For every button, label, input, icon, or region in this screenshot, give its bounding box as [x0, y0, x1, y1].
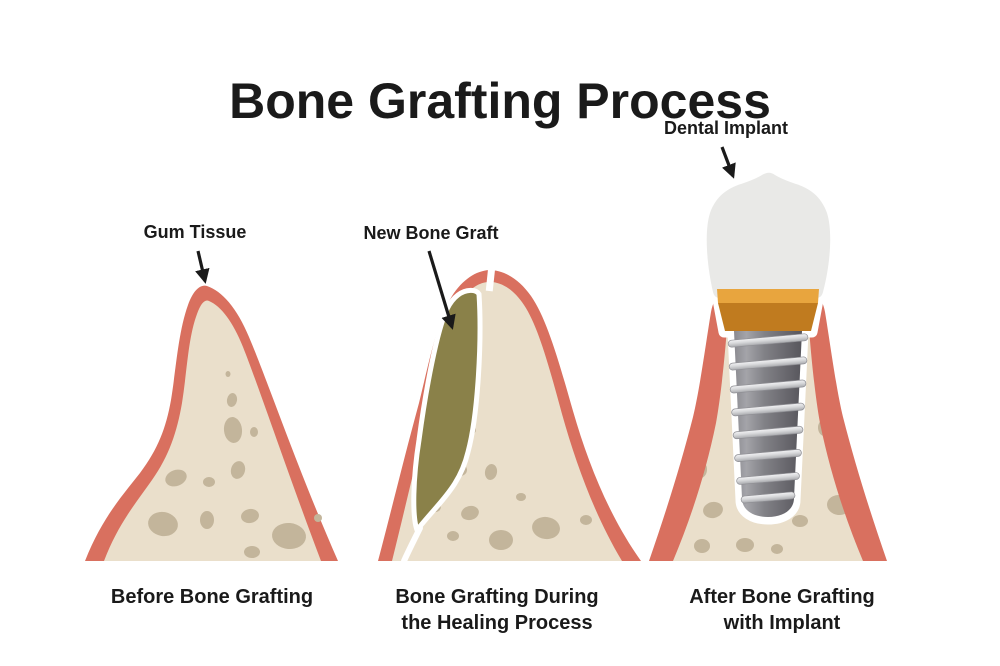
label-dental-implant: Dental Implant	[663, 118, 788, 138]
caption-before: Before Bone Grafting	[52, 584, 372, 610]
panel-after-art	[649, 146, 887, 561]
gum-tissue-arrow	[195, 250, 210, 284]
gum-collar-right	[809, 298, 887, 561]
panel-during-art	[378, 250, 641, 564]
new-bone-graft-arrow	[427, 250, 456, 330]
dental-implant	[706, 172, 831, 525]
caption-during-line2: the Healing Process	[401, 612, 593, 634]
caption-during-line1: Bone Grafting During	[395, 586, 599, 608]
caption-after-line1: After Bone Grafting	[689, 586, 875, 608]
caption-after-line2: with Implant	[723, 612, 841, 634]
bone-ridge-before	[104, 300, 321, 561]
caption-before-line1: Before Bone Grafting	[110, 586, 314, 608]
gum-suture-split	[485, 266, 496, 292]
gum-collar-left	[649, 298, 727, 561]
label-gum-tissue: Gum Tissue	[143, 222, 247, 242]
new-bone-graft-region	[411, 287, 483, 533]
implant-abutment-top	[717, 289, 819, 303]
panel-before-art	[85, 250, 338, 561]
page-title: Bone Grafting Process	[229, 72, 771, 129]
caption-during: Bone Grafting During the Healing Process	[337, 584, 657, 636]
implant-screw-threads	[727, 333, 809, 504]
implant-abutment	[718, 303, 818, 331]
caption-after: After Bone Grafting with Implant	[622, 584, 942, 636]
implant-screw-body	[734, 331, 802, 517]
dental-implant-arrow	[720, 146, 736, 179]
implant-crown	[706, 172, 831, 298]
bone-texture-spots	[148, 371, 322, 558]
label-new-bone-graft: New Bone Graft	[363, 223, 499, 243]
